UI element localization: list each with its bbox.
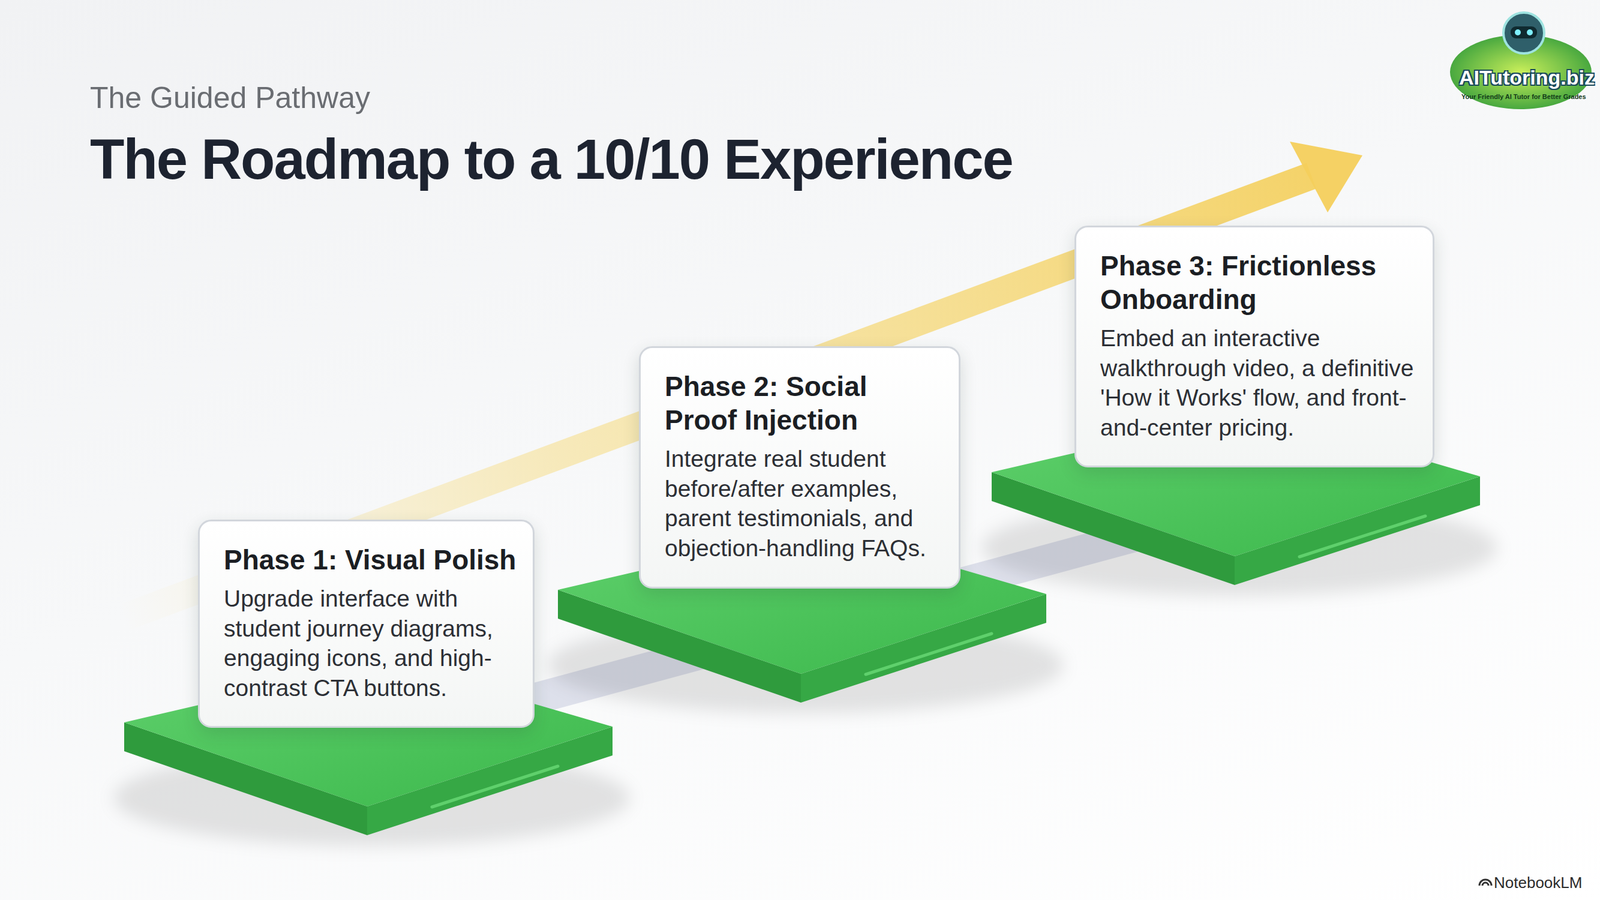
watermark-icon	[1479, 879, 1492, 886]
phase-box: Phase 3: Frictionless OnboardingEmbed an…	[1074, 225, 1435, 468]
phase-box: Phase 1: Visual PolishUpgrade interface …	[197, 519, 535, 728]
phase-description: Upgrade interface with student journey d…	[223, 583, 520, 703]
logo-tagline: Your Friendly AI Tutor for Better Grades	[1461, 93, 1587, 101]
progress-arrow-head	[1289, 141, 1363, 213]
phase-heading: Phase 2: Social Proof Injection	[664, 369, 946, 437]
logo-text: AITutoring.biz	[1459, 67, 1595, 88]
logo-badge	[1450, 12, 1592, 110]
watermark-text: NotebookLM	[1493, 874, 1583, 891]
phase-heading: Phase 1: Visual Polish	[223, 542, 520, 577]
kicker-text: The Guided Pathway	[89, 82, 371, 113]
phase-description: Integrate real student before/after exam…	[664, 443, 946, 563]
phase-heading: Phase 3: Frictionless Onboarding	[1100, 248, 1420, 317]
phase-box: Phase 2: Social Proof InjectionIntegrate…	[638, 346, 961, 589]
diagram-title: The Roadmap to a 10/10 Experience	[89, 127, 1013, 192]
phase-description: Embed an interactive walkthrough video, …	[1100, 323, 1420, 443]
